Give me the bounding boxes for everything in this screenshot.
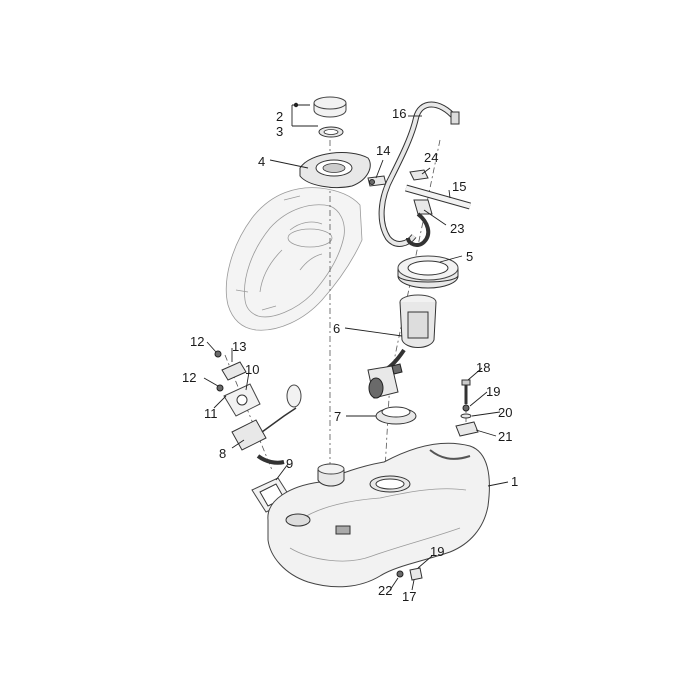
- label-part-9: 9: [286, 456, 293, 471]
- clamp-part: [406, 169, 433, 247]
- connector-part: [367, 175, 387, 187]
- label-part-8: 8: [219, 446, 226, 461]
- label-part-22: 22: [378, 583, 392, 598]
- label-part-24: 24: [424, 150, 438, 165]
- label-part-14: 14: [376, 143, 390, 158]
- label-part-7: 7: [334, 409, 341, 424]
- fuel-cap-part: [313, 96, 347, 138]
- label-part-12-upper: 12: [190, 334, 204, 349]
- label-part-12-lower: 12: [182, 370, 196, 385]
- label-part-2: 2: [276, 109, 283, 124]
- bottom-hardware-part: [396, 567, 423, 581]
- label-part-15: 15: [452, 179, 466, 194]
- label-part-21: 21: [498, 429, 512, 444]
- assembly-centerlines: [224, 139, 467, 471]
- label-part-23: 23: [450, 221, 464, 236]
- label-part-3: 3: [276, 124, 283, 139]
- label-part-11: 11: [204, 406, 218, 421]
- filler-mount-part: [299, 152, 371, 189]
- label-part-18: 18: [476, 360, 490, 375]
- label-part-20: 20: [498, 405, 512, 420]
- pump-seal-part: [375, 406, 417, 425]
- label-part-4: 4: [258, 154, 265, 169]
- label-part-5: 5: [466, 249, 473, 264]
- fuel-pump-part: [367, 294, 437, 399]
- label-part-19-lower: 19: [430, 544, 444, 559]
- label-part-19-upper: 19: [486, 384, 500, 399]
- leader-lines: [203, 102, 509, 591]
- sensor-bracket-part: [214, 350, 261, 417]
- vent-pipe-part: [405, 184, 471, 210]
- fuel-tank-part: [267, 442, 490, 588]
- label-part-10: 10: [245, 362, 259, 377]
- label-part-16: 16: [392, 106, 406, 121]
- mounting-hardware-part: [455, 379, 479, 437]
- breather-hose-part: [378, 101, 460, 247]
- label-part-17: 17: [402, 589, 416, 604]
- label-part-6: 6: [333, 321, 340, 336]
- lock-ring-part: [397, 255, 459, 289]
- label-part-1: 1: [511, 474, 518, 489]
- part-labels: 1 2 3 4 5 6 7 8 9 10 11 12 12 13 14 15 1…: [182, 106, 518, 604]
- frame-panel-ghost: [225, 187, 363, 331]
- label-part-13: 13: [232, 339, 246, 354]
